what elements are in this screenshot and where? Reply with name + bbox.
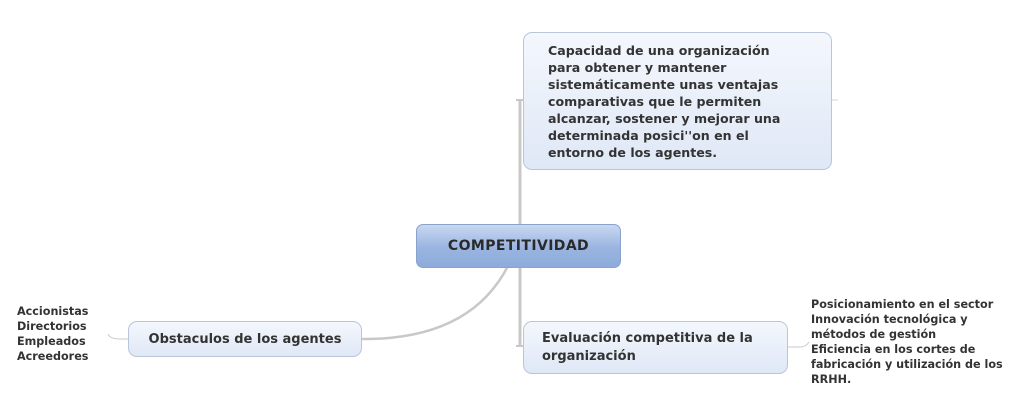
subtopic-directorios[interactable]: Directorios (17, 320, 87, 333)
evaluation-subtopic-line: RRHH. (811, 373, 852, 386)
central-topic[interactable]: COMPETITIVIDAD (416, 224, 621, 268)
evaluation-topic-line: organización (542, 349, 636, 364)
evaluation-topic-line: Evaluación competitiva de la (542, 331, 753, 346)
subtopic-acreedores[interactable]: Acreedores (17, 350, 89, 363)
connector-to-obstacles (361, 265, 510, 341)
definition-line: para obtener y mantener (548, 60, 727, 75)
subtopic-accionistas[interactable]: Accionistas (17, 305, 89, 318)
subtopic-empleados[interactable]: Empleados (17, 335, 86, 348)
definition-line: entorno de los agentes. (548, 145, 718, 160)
obstacles-topic-label: Obstaculos de los agentes (148, 331, 342, 347)
evaluation-subtopics[interactable]: Posicionamiento en el sector Innovación … (811, 297, 1003, 387)
obstacles-topic[interactable]: Obstaculos de los agentes (128, 321, 362, 357)
definition-line: sistemáticamente unas ventajas (548, 77, 779, 92)
evaluation-subtopic-line: Eficiencia en los cortes de (811, 343, 976, 356)
definition-line: determinada posici''on en el (548, 128, 749, 143)
central-topic-label: COMPETITIVIDAD (447, 238, 590, 254)
evaluation-topic[interactable]: Evaluación competitiva de la organizació… (523, 321, 788, 374)
evaluation-subtopic-line: Posicionamiento en el sector (811, 298, 994, 311)
obstacles-subtopics: Accionistas Directorios Empleados Acreed… (17, 304, 88, 364)
definition-line: Capacidad de una organización (548, 43, 770, 58)
connector-obstacles-leaves (107, 333, 128, 340)
evaluation-subtopic-line: Innovación tecnológica y (811, 313, 968, 326)
evaluation-subtopic-line: métodos de gestión (811, 328, 937, 341)
evaluation-subtopic-line: fabricación y utilización de los (811, 358, 1003, 371)
connector-evaluation-leaves (788, 341, 810, 348)
definition-line: comparativas que le permiten (548, 94, 762, 109)
definition-topic[interactable]: Capacidad de una organización para obten… (523, 32, 832, 170)
definition-line: alcanzar, sostener y mejorar una (548, 111, 781, 126)
